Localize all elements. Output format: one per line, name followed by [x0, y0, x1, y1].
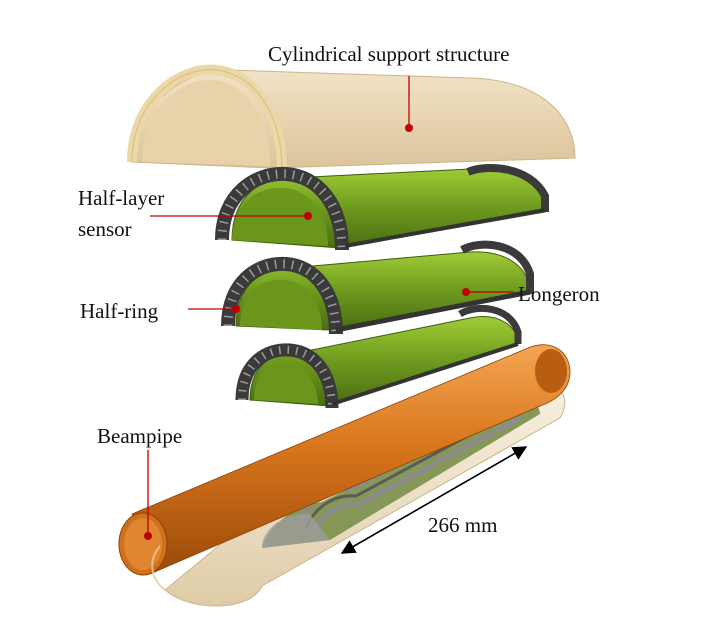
callouts — [144, 76, 514, 540]
half-layer-sensor-middle — [221, 240, 534, 335]
callout-marker-beampipe — [144, 532, 152, 540]
label-longeron: Longeron — [518, 282, 600, 306]
label-sensor: sensor — [78, 217, 132, 241]
label-dimension: 266 mm — [428, 513, 497, 537]
label-cylindrical-support-structure: Cylindrical support structure — [268, 42, 509, 66]
label-beampipe: Beampipe — [97, 424, 182, 448]
cylindrical-support-structure — [127, 64, 576, 169]
longeron-bar — [335, 289, 531, 333]
callout-marker-support — [405, 124, 413, 132]
dimension-arrow — [340, 446, 528, 554]
callout-marker-half-ring — [232, 305, 240, 313]
callout-marker-longeron — [462, 288, 470, 296]
callout-marker-sensor — [304, 212, 312, 220]
label-half-ring: Half-ring — [80, 299, 159, 323]
half-layer-sensor-bottom — [235, 304, 522, 409]
label-half-layer: Half-layer — [78, 186, 164, 210]
half-layer-sensor-top — [215, 163, 549, 251]
